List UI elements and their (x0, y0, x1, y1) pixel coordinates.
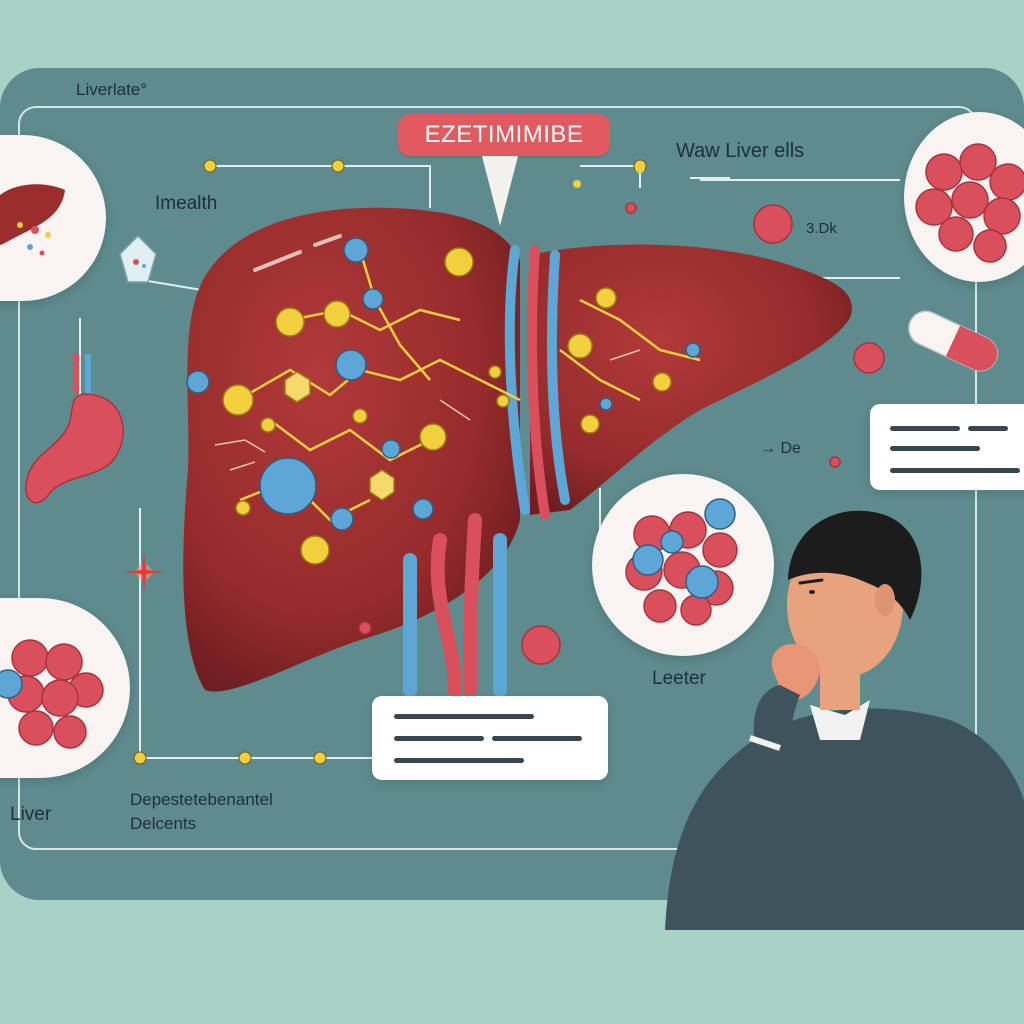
drug-name-badge: EZETIMIMIBE (398, 114, 610, 156)
sparkle-icon (124, 552, 164, 592)
cell-cluster-card-left (0, 598, 130, 778)
liver-label: Liver (10, 804, 52, 825)
title-label: Liverlate° (76, 80, 148, 99)
capsule-icon (908, 310, 998, 372)
bottom-line-1: Depestetebenantel (130, 790, 273, 809)
cell-cluster-card-right (592, 474, 774, 656)
arrow-icon: → (760, 440, 781, 457)
note-line (968, 426, 1008, 431)
waw-liver-label: Waw Liver ells (676, 140, 805, 162)
imealth-label: Imealth (155, 193, 218, 214)
cell-cluster-icon (625, 498, 738, 626)
cell-cluster-icon (0, 639, 104, 749)
liver-cells-card (904, 112, 1024, 282)
cell-cluster-icon (915, 143, 1024, 263)
note-line (890, 426, 960, 431)
note-card-right (870, 404, 1024, 490)
note-line (890, 468, 1020, 473)
note-line (492, 736, 582, 741)
note-line (394, 758, 524, 763)
note-card-bottom (372, 696, 608, 780)
de-text: De (780, 440, 801, 457)
value-label: 3.Dk (806, 220, 837, 237)
note-line (890, 446, 980, 451)
bottom-line-2: Delcents (130, 814, 197, 833)
note-line (394, 714, 534, 719)
leeter-label: Leeter (652, 668, 706, 689)
de-label: → De (760, 440, 801, 458)
stomach-icon (25, 354, 124, 504)
person-figure (665, 510, 1024, 930)
badge-pointer (482, 156, 518, 226)
liver-thumbnail-card (0, 135, 106, 301)
liver-icon (0, 184, 65, 256)
note-line (394, 736, 484, 741)
crystal-icon (119, 234, 157, 283)
